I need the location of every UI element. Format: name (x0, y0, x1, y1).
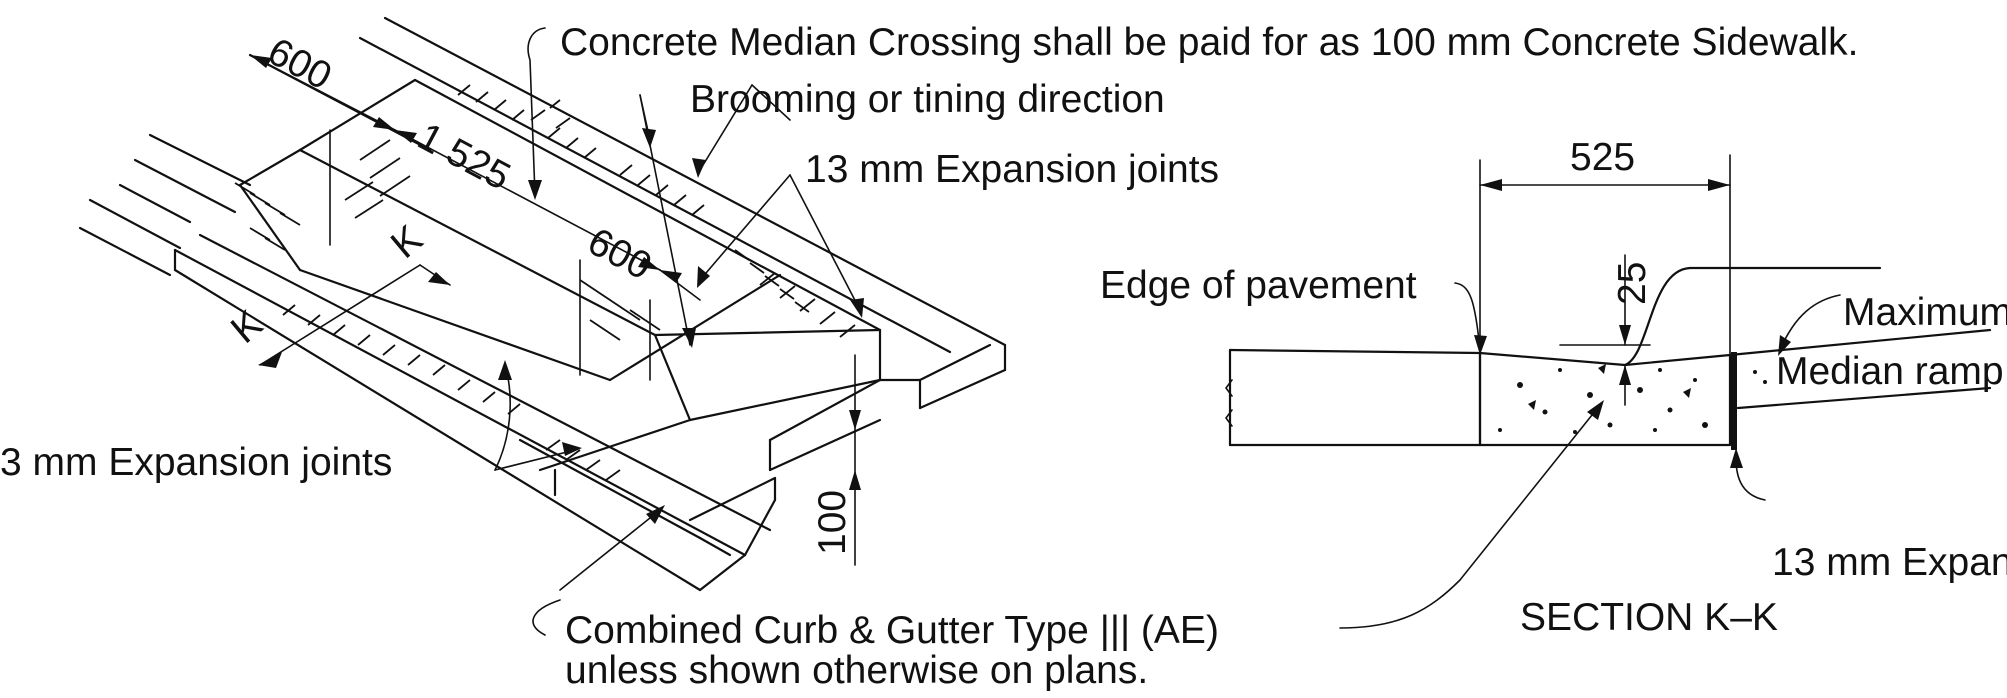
note-expansion-joints-left: 3 mm Expansion joints (0, 441, 392, 484)
note-expansion-joints-upper: 13 mm Expansion joints (805, 148, 1219, 191)
dim-600-mid: 600 (581, 220, 659, 289)
label-maximum: Maximum (1843, 291, 2007, 334)
note-brooming: Brooming or tining direction (690, 78, 1165, 121)
note-curb-line-2: unless shown otherwise on plans. (565, 649, 1148, 692)
isometric-view (78, 16, 1007, 592)
section-mark-k-left: K (223, 302, 271, 352)
concrete-aggregate (1498, 364, 1767, 434)
section-mark-k-right: K (383, 217, 431, 267)
note-curb-line-1: Combined Curb & Gutter Type ||| (AE) (565, 609, 1219, 652)
section-dim-525: 525 (1570, 136, 1635, 179)
label-expansion-joint-section: 13 mm Expan (1772, 541, 2007, 584)
section-title: SECTION K–K (1520, 596, 1778, 639)
curb-leader (532, 599, 561, 636)
label-median-ramp: Median ramp (1776, 350, 2004, 393)
label-edge-of-pavement: Edge of pavement (1100, 264, 1417, 307)
note-median-crossing: Concrete Median Crossing shall be paid f… (560, 21, 1858, 64)
section-dim-25: 25 (1611, 262, 1654, 305)
brooming-hatch (234, 84, 856, 481)
dim-100: 100 (811, 490, 854, 555)
section-k-k (1225, 154, 1992, 629)
dim-600-top: 600 (261, 30, 339, 99)
